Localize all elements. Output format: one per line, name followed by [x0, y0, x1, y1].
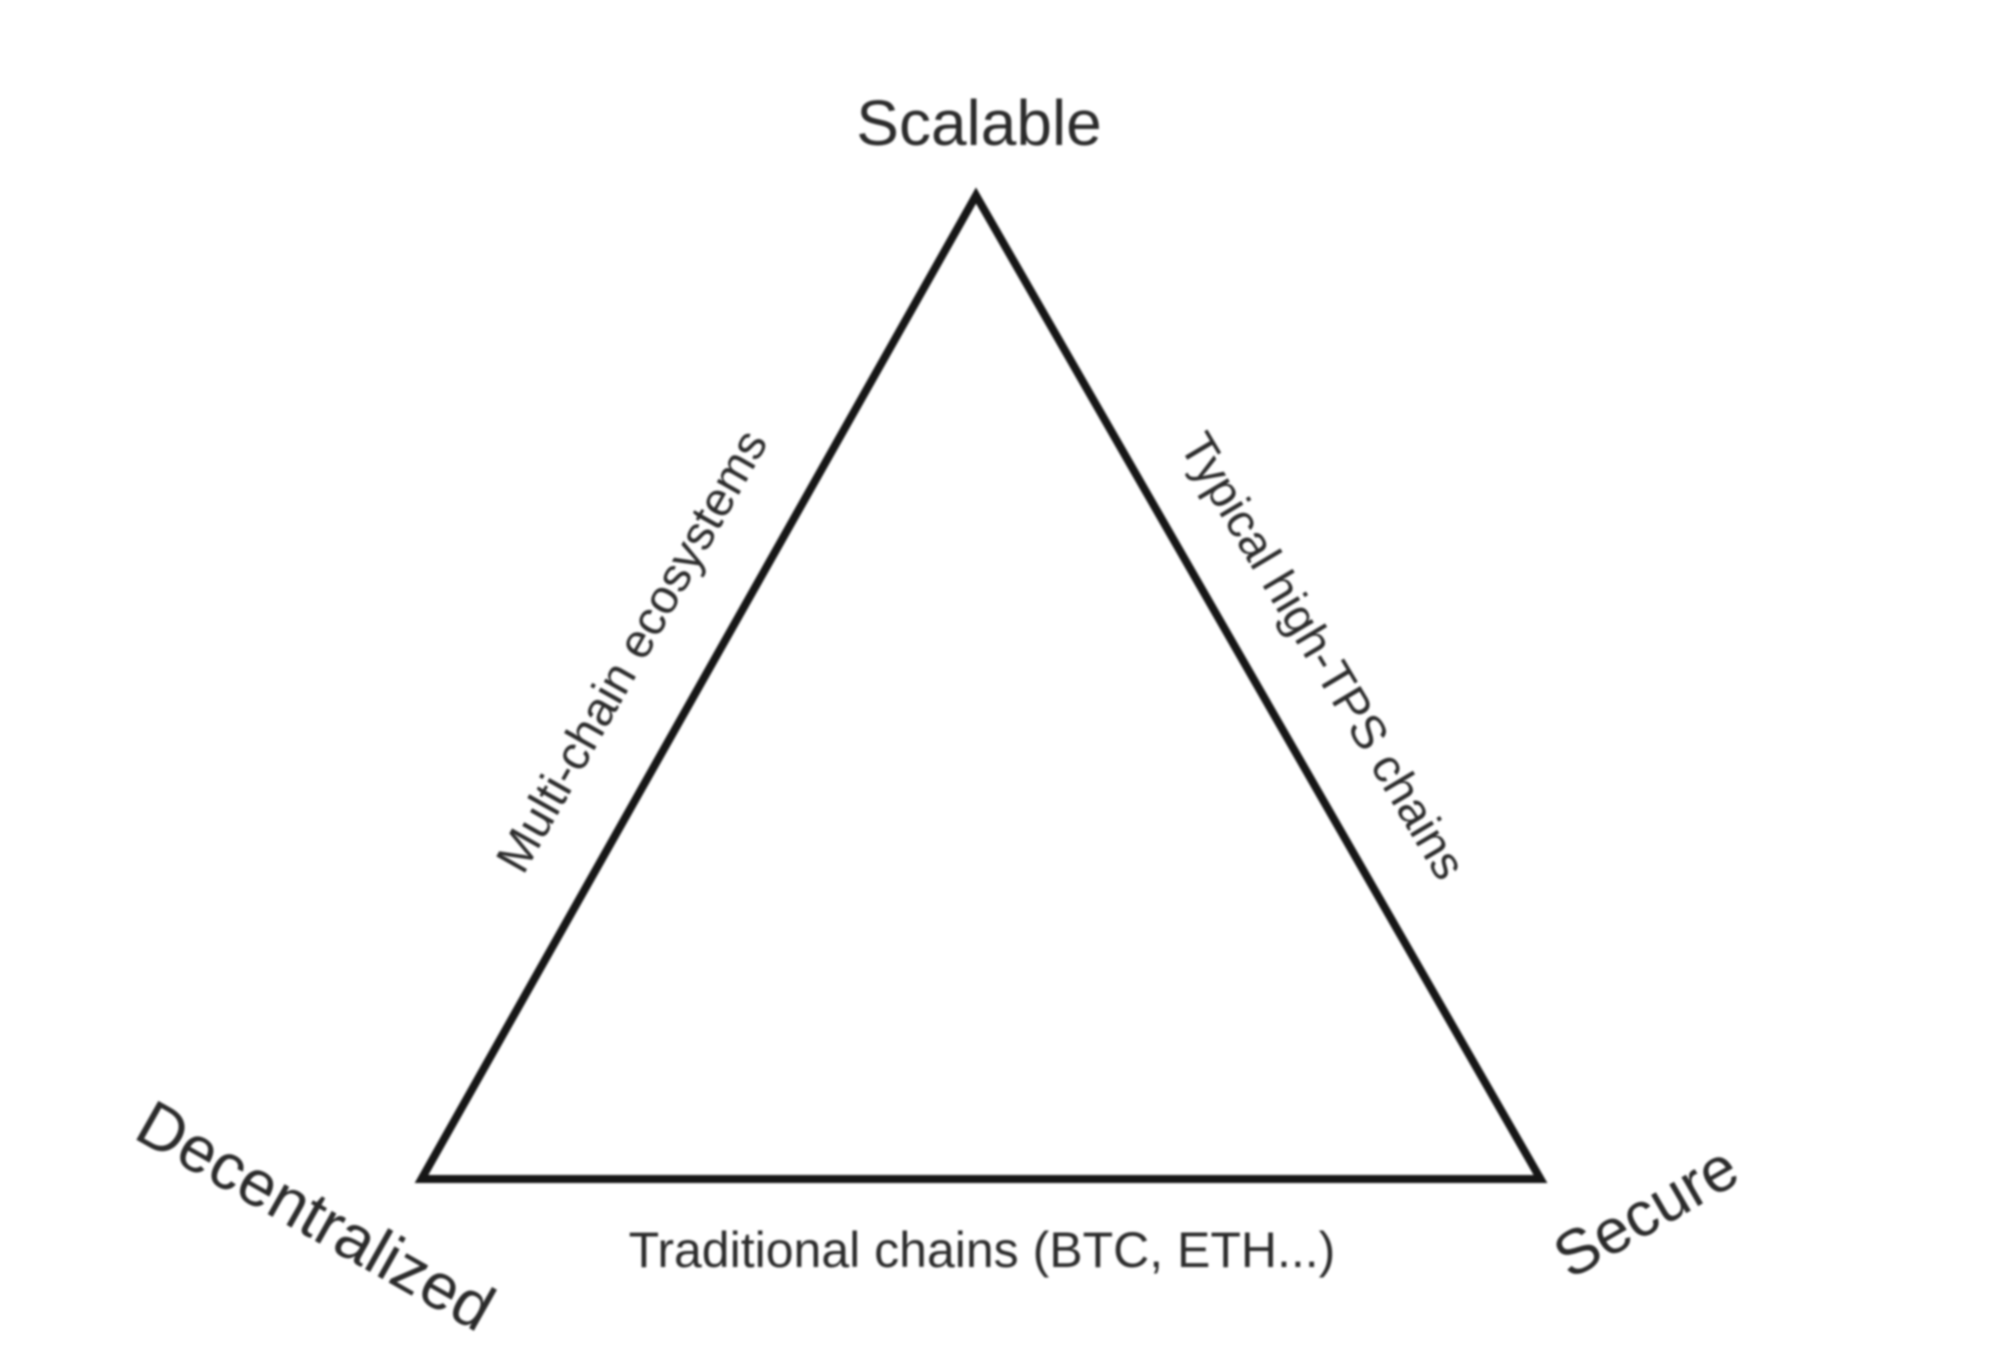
svg-text:Secure: Secure [1542, 1132, 1750, 1292]
svg-text:Typical high-TPS chains: Typical high-TPS chains [1169, 424, 1475, 889]
svg-text:Traditional chains (BTC, ETH..: Traditional chains (BTC, ETH...) [629, 1222, 1336, 1278]
svg-text:Scalable: Scalable [856, 87, 1102, 159]
